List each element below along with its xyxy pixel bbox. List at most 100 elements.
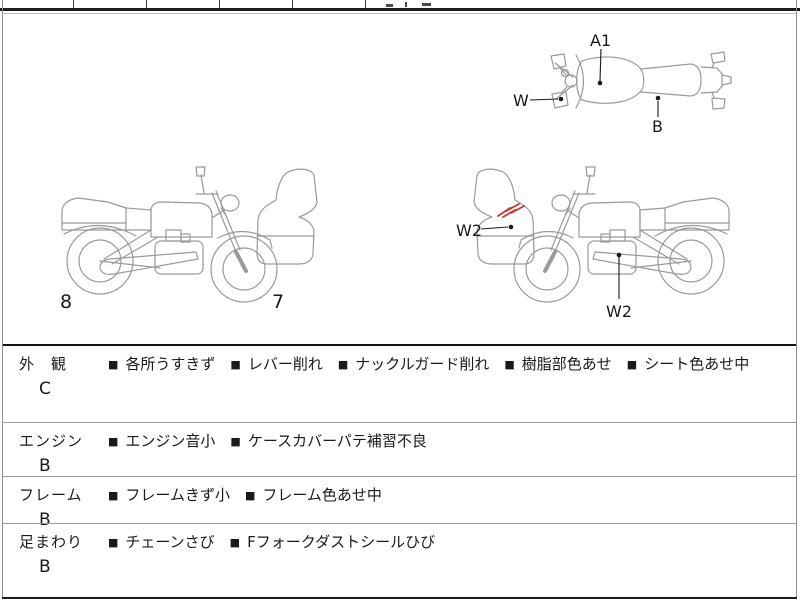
fork-lower	[234, 250, 248, 273]
frame-tubes	[99, 209, 225, 269]
engine-block	[154, 240, 204, 275]
bullet-square-icon: ■	[244, 489, 256, 502]
defect-item-text: エンジン音小	[125, 432, 216, 450]
cell-divider	[292, 0, 293, 8]
defect-item: ■ シート色あせ中	[627, 353, 749, 374]
table-row-frame: フレーム ■フレームきず小■フレーム色あせ中 B	[3, 476, 796, 530]
table-row-engine: エンジン ■ エンジン音小 ■ ケースカバーパテ補習不良 B	[3, 422, 796, 476]
motorcycle-side-view-right-facing: 8 7	[60, 166, 318, 313]
headlight-bracket	[220, 207, 226, 215]
bullet-square-icon: ■	[504, 358, 515, 371]
defect-item: ■ Fフォークダストシールひび	[230, 531, 435, 552]
front-wheel	[210, 235, 278, 303]
mirror-left-icon	[550, 53, 567, 70]
motorcycle-top-view-diagram: A1 W B	[513, 31, 732, 136]
cell-divider	[219, 0, 220, 8]
grade-value: B	[39, 557, 51, 577]
grade-value: B	[39, 456, 51, 476]
rear-signal	[711, 92, 726, 110]
label-tank: A1	[590, 31, 611, 50]
bullet-square-icon: ■	[108, 435, 119, 448]
defect-item: ■フレーム色あせ中	[245, 484, 382, 505]
front-fork	[211, 190, 241, 253]
leader-lines	[480, 224, 622, 299]
bullet-square-icon: ■	[108, 536, 119, 549]
rear-fender	[63, 224, 137, 237]
bullet-square-icon: ■	[108, 358, 119, 371]
motorcycle-side-view-left-facing: W2 W2	[456, 166, 730, 321]
frame-right-border	[796, 0, 797, 598]
defect-item-text: 各所うすきず	[125, 355, 216, 373]
category-label: 外 観	[19, 355, 68, 373]
bullet-square-icon: ■	[626, 358, 638, 371]
category-label: フレーム	[19, 486, 83, 504]
table-bottom-border	[0, 8, 800, 11]
rear-signal	[710, 51, 726, 69]
defect-item: ■ チェーンさび	[108, 531, 215, 552]
carburetor	[165, 229, 182, 242]
bullet-square-icon: ■	[229, 536, 241, 549]
seat	[125, 207, 152, 231]
defect-item-text: シート色あせ中	[644, 355, 750, 373]
cell-divider	[365, 0, 366, 8]
steering-head	[564, 74, 578, 88]
defect-item-text: フレームきず小	[125, 486, 230, 504]
leader-lines	[529, 48, 661, 117]
defect-items: ■ チェーンさび ■ Fフォークダストシールひび	[105, 531, 435, 552]
instrument	[560, 68, 570, 78]
crack-mark-icon	[497, 203, 525, 218]
defect-item-text: レバー削れ	[247, 355, 323, 373]
defect-item: ■レバー削れ	[230, 353, 322, 374]
clipped-text-fragment	[405, 2, 407, 7]
fuel-tank	[576, 56, 645, 104]
defect-item: ■ 樹脂部色あせ	[504, 353, 611, 374]
defect-item-text: Fフォークダストシールひび	[247, 533, 436, 551]
bullet-square-icon: ■	[230, 435, 241, 448]
defect-items: ■ エンジン音小 ■ ケースカバーパテ補習不良	[105, 430, 427, 451]
label-lever: W	[513, 91, 529, 110]
mirror-icon	[195, 166, 206, 177]
cell-divider	[73, 0, 74, 8]
frame-bottom-border	[2, 597, 797, 599]
clipped-text-fragment	[386, 4, 393, 7]
windshield-arc	[575, 54, 585, 109]
label-cowl-damage: W2	[456, 221, 482, 240]
defect-item-text: 樹脂部色あせ	[521, 355, 612, 373]
label-seat: B	[652, 117, 663, 136]
defect-item: ■ 各所うすきず	[108, 353, 215, 374]
defect-item-text: ケースカバーパテ補習不良	[247, 432, 427, 450]
top-view-outline	[550, 51, 732, 110]
exhaust-muffler	[99, 251, 199, 275]
detached-front-cowl	[256, 168, 318, 265]
label-rear-wheel: 8	[60, 291, 72, 313]
label-front-wheel: 7	[272, 291, 284, 313]
condition-table: 外 観 ■各所うすきず■レバー削れ■ナックルガード削れ■樹脂部色あせ■シート色あ…	[3, 344, 796, 599]
rear-rim	[78, 239, 122, 283]
defect-item-text: チェーンさび	[125, 533, 215, 551]
label-engine-damage: W2	[606, 302, 632, 321]
table-row-exterior: 外 観 ■各所うすきず■レバー削れ■ナックルガード削れ■樹脂部色あせ■シート色あ…	[3, 346, 796, 422]
defect-item: ■ ケースカバーパテ補習不良	[230, 430, 427, 451]
front-rim	[222, 247, 266, 291]
mirror-stalk	[559, 67, 567, 76]
headlight	[220, 194, 240, 212]
mirror-stalk	[560, 86, 568, 94]
seat	[640, 63, 702, 97]
rear-body	[700, 66, 723, 94]
category-label: エンジン	[19, 432, 84, 450]
fuel-tank	[150, 201, 213, 238]
grade-value: C	[39, 379, 51, 399]
bullet-square-icon: ■	[337, 358, 349, 371]
front-fender	[217, 230, 273, 249]
tail-cowl	[61, 197, 127, 231]
cell-divider	[146, 0, 147, 8]
defect-item: ■フレームきず小	[108, 484, 230, 505]
clipped-table-row	[0, 0, 800, 8]
carburetor	[180, 233, 191, 243]
defect-items: ■各所うすきず■レバー削れ■ナックルガード削れ■樹脂部色あせ■シート色あせ中	[105, 353, 749, 374]
clipped-text-fragment	[422, 3, 431, 6]
mirror-stalk	[200, 174, 205, 194]
grade-value: B	[39, 510, 51, 530]
defect-items: ■フレームきず小■フレーム色あせ中	[105, 484, 382, 505]
frame-left-border	[2, 0, 3, 598]
